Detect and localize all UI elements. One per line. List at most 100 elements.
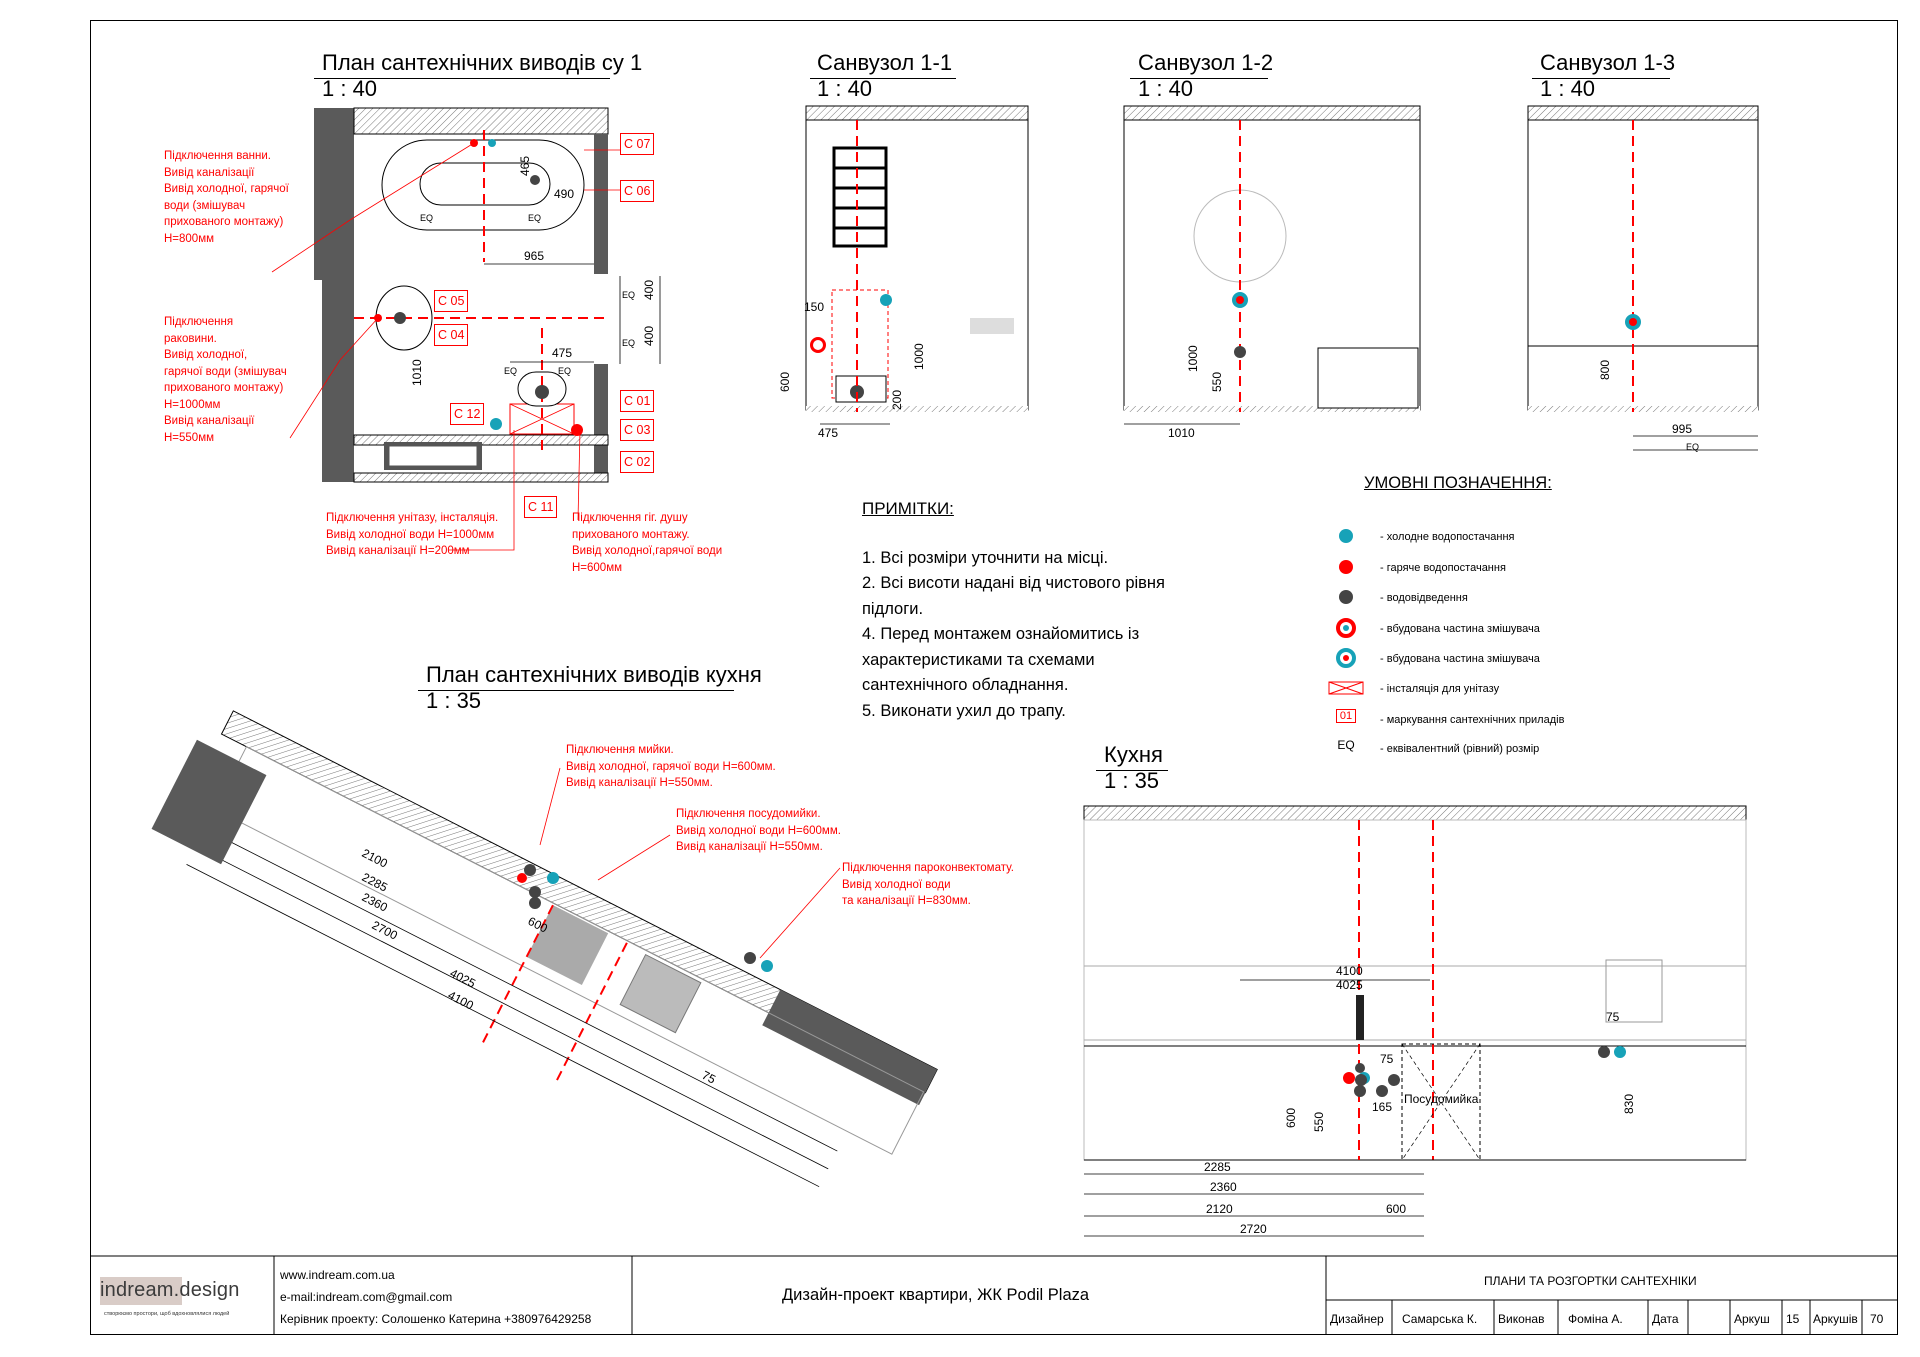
dim-k-4100: 4100 [1336, 964, 1363, 978]
dim-s13-995: 995 [1672, 422, 1693, 436]
kitchen-plan-scale: 1 : 35 [426, 688, 482, 713]
dim-k-2120: 2120 [1206, 1202, 1233, 1216]
dim-s11-200: 200 [890, 389, 904, 410]
dim-k-2720: 2720 [1240, 1222, 1267, 1236]
section-1-1 [805, 105, 1029, 425]
san11-underline [810, 78, 956, 79]
dim-bath-1010: 1010 [410, 359, 424, 386]
bathroom-plan [271, 107, 661, 551]
dim-k-600: 600 [1386, 1202, 1407, 1216]
logo-bg [100, 1277, 182, 1305]
title-block-lines [90, 1255, 1898, 1335]
legend-heading: УМОВНІ ПОЗНАЧЕННЯ: [1364, 474, 1552, 492]
dim-s11-600: 600 [778, 371, 792, 392]
bath-plan-title: План сантехнічних виводів су 1 [322, 50, 643, 75]
logo-subtitle: створюємо простори, щоб вдохновлялися лю… [104, 1311, 230, 1317]
tb-date-label: Дата [1652, 1312, 1679, 1326]
kitchen-title: Кухня [1104, 742, 1163, 767]
legend-item-installation: - інсталяція для унітазу [1380, 683, 1500, 695]
notes-block: ПРИМІТКИ: 1. Всі розміри уточнити на міс… [862, 496, 1182, 724]
eq-bathtub-b: EQ [528, 213, 542, 223]
note-item-2: 2. Всі висоти надані від чистового рівня… [862, 574, 1165, 618]
tb-project: Дизайн-проект квартири, ЖК Podil Plaza [782, 1286, 1090, 1304]
dim-bath-400a: 400 [642, 279, 656, 300]
note-shower: Підключення гіг. душу прихованого монтаж… [572, 512, 723, 574]
tb-manager: Керівник проекту: Солошенко Катерина +38… [280, 1312, 592, 1326]
tb-sheets-label: Аркушів [1813, 1312, 1858, 1326]
tag-c02: С 02 [620, 451, 655, 473]
dim-s11-475: 475 [818, 426, 839, 440]
logo-text: indream.design [100, 1279, 240, 1301]
legend-item-drain: - водовідведення [1380, 592, 1468, 604]
dim-s13-800: 800 [1598, 359, 1612, 380]
tb-sheet: 15 [1786, 1312, 1800, 1326]
san13-underline [1532, 78, 1670, 79]
san11-scale: 1 : 40 [817, 76, 873, 101]
note-item-5: 5. Виконати ухил до трапу. [862, 701, 1066, 720]
eq-bath-a: EQ [622, 290, 636, 300]
legend-item-mixer-red: - вбудована частина змішувача [1380, 623, 1540, 635]
tag-c11: С 11 [524, 496, 558, 518]
section-1-3 [1527, 105, 1759, 451]
note-kitchen-sink: Підключення мийки. Вивід холодної, гаряч… [566, 744, 776, 789]
legend-item-mixer-cyan: - вбудована частина змішувача [1380, 653, 1540, 665]
cold-water-icon [1339, 529, 1353, 543]
kitchen-plan [151, 710, 938, 1188]
tb-executor-label: Виконав [1498, 1312, 1545, 1326]
mixer-cyan-icon [1336, 648, 1356, 668]
tb-site[interactable]: www.indream.com.ua [280, 1268, 395, 1282]
note-toilet: Підключення унітазу, інсталяція. Вивід х… [326, 512, 499, 557]
eq-icon: EQ [1337, 738, 1355, 752]
dim-s12-1000: 1000 [1186, 345, 1200, 372]
bath-plan-title-underline [314, 78, 610, 79]
tb-email[interactable]: e-mail:indream.com@gmail.com [280, 1290, 453, 1304]
dim-k-75a: 75 [1606, 1010, 1620, 1024]
kitchen-scale: 1 : 35 [1104, 768, 1160, 793]
eq-s13: EQ [1686, 442, 1700, 452]
tb-sheet-label: Аркуш [1734, 1312, 1770, 1326]
bath-plan-scale: 1 : 40 [322, 76, 378, 101]
dim-s12-1010: 1010 [1168, 426, 1195, 440]
eq-toilet-a: EQ [504, 366, 518, 376]
san13-title: Санвузол 1-3 [1540, 50, 1676, 75]
tag-c12: С 12 [450, 403, 485, 425]
tb-executor: Фоміна А. [1568, 1312, 1623, 1326]
dim-k-550v: 550 [1312, 1111, 1326, 1132]
dim-bath-465: 465 [518, 155, 532, 176]
section-1-2 [1123, 105, 1421, 425]
tb-designer-label: Дизайнер [1330, 1312, 1384, 1326]
dim-s11-1000: 1000 [912, 343, 926, 370]
tb-sheets: 70 [1870, 1312, 1884, 1326]
tb-sheet-title: ПЛАНИ ТА РОЗГОРТКИ САНТЕХНІКИ [1484, 1274, 1697, 1288]
dim-bath-400b: 400 [642, 325, 656, 346]
san13-scale: 1 : 40 [1540, 76, 1596, 101]
bath-wall-bottom2 [353, 472, 609, 483]
tag-c05: С 05 [434, 290, 469, 312]
bath-cabinet-inner [388, 445, 478, 467]
dim-k-2285: 2285 [1204, 1160, 1231, 1174]
kitchen-plan-underline [418, 690, 734, 691]
dishwasher-label: Посудомийка [1404, 1092, 1479, 1106]
mixer-red-icon [1336, 618, 1356, 638]
dim-k-165: 165 [1372, 1100, 1393, 1114]
note-item-4: 4. Перед монтажем ознайомитись із характ… [862, 625, 1140, 694]
dim-s11-150: 150 [804, 300, 825, 314]
note-bath: Підключення ванни. Вивід каналізації Вив… [164, 150, 289, 245]
notes-heading: ПРИМІТКИ: [862, 499, 954, 518]
bath-wall-top [353, 107, 609, 135]
legend-item-hot: - гаряче водопостачання [1380, 562, 1506, 574]
san11-title: Санвузол 1-1 [817, 50, 953, 75]
drain-icon [1339, 590, 1353, 604]
tag-c04: С 04 [434, 324, 469, 346]
tag-c07: С 07 [620, 133, 655, 155]
bath-wall-right-lower [594, 364, 608, 482]
dim-k-4025: 4025 [1336, 978, 1363, 992]
dim-s12-550: 550 [1210, 371, 1224, 392]
legend-item-cold: - холодне водопостачання [1380, 531, 1515, 543]
installation-icon [1328, 681, 1364, 695]
logo: indream.design [100, 1277, 270, 1305]
note-item-1: 1. Всі розміри уточнити на місці. [862, 548, 1109, 567]
bath-wall-left-upper [314, 108, 354, 280]
eq-bathtub-a: EQ [420, 213, 434, 223]
